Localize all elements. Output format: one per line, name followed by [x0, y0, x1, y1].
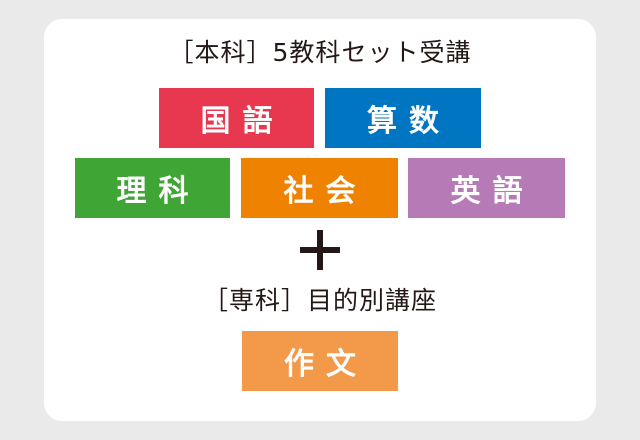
- subject-label: 国語: [200, 104, 285, 139]
- subject-label: 理科: [116, 174, 201, 209]
- subject-tile-science: 理科: [75, 158, 230, 218]
- plus-icon: [300, 230, 340, 270]
- subject-label: 算数: [367, 104, 451, 139]
- special-course-heading: ［専科］目的別講座: [202, 286, 437, 315]
- subject-tile-english: 英語: [408, 158, 565, 218]
- main-course-heading: ［本科］5教科セット受講: [168, 38, 472, 67]
- subject-label: 作文: [284, 347, 368, 382]
- subject-tile-japanese: 国語: [159, 88, 314, 148]
- subject-tile-math: 算数: [325, 88, 481, 148]
- subject-label: 社会: [283, 174, 368, 209]
- subject-label: 英語: [450, 174, 535, 209]
- subject-tile-social-studies: 社会: [241, 158, 398, 218]
- subject-tile-composition: 作文: [242, 331, 398, 391]
